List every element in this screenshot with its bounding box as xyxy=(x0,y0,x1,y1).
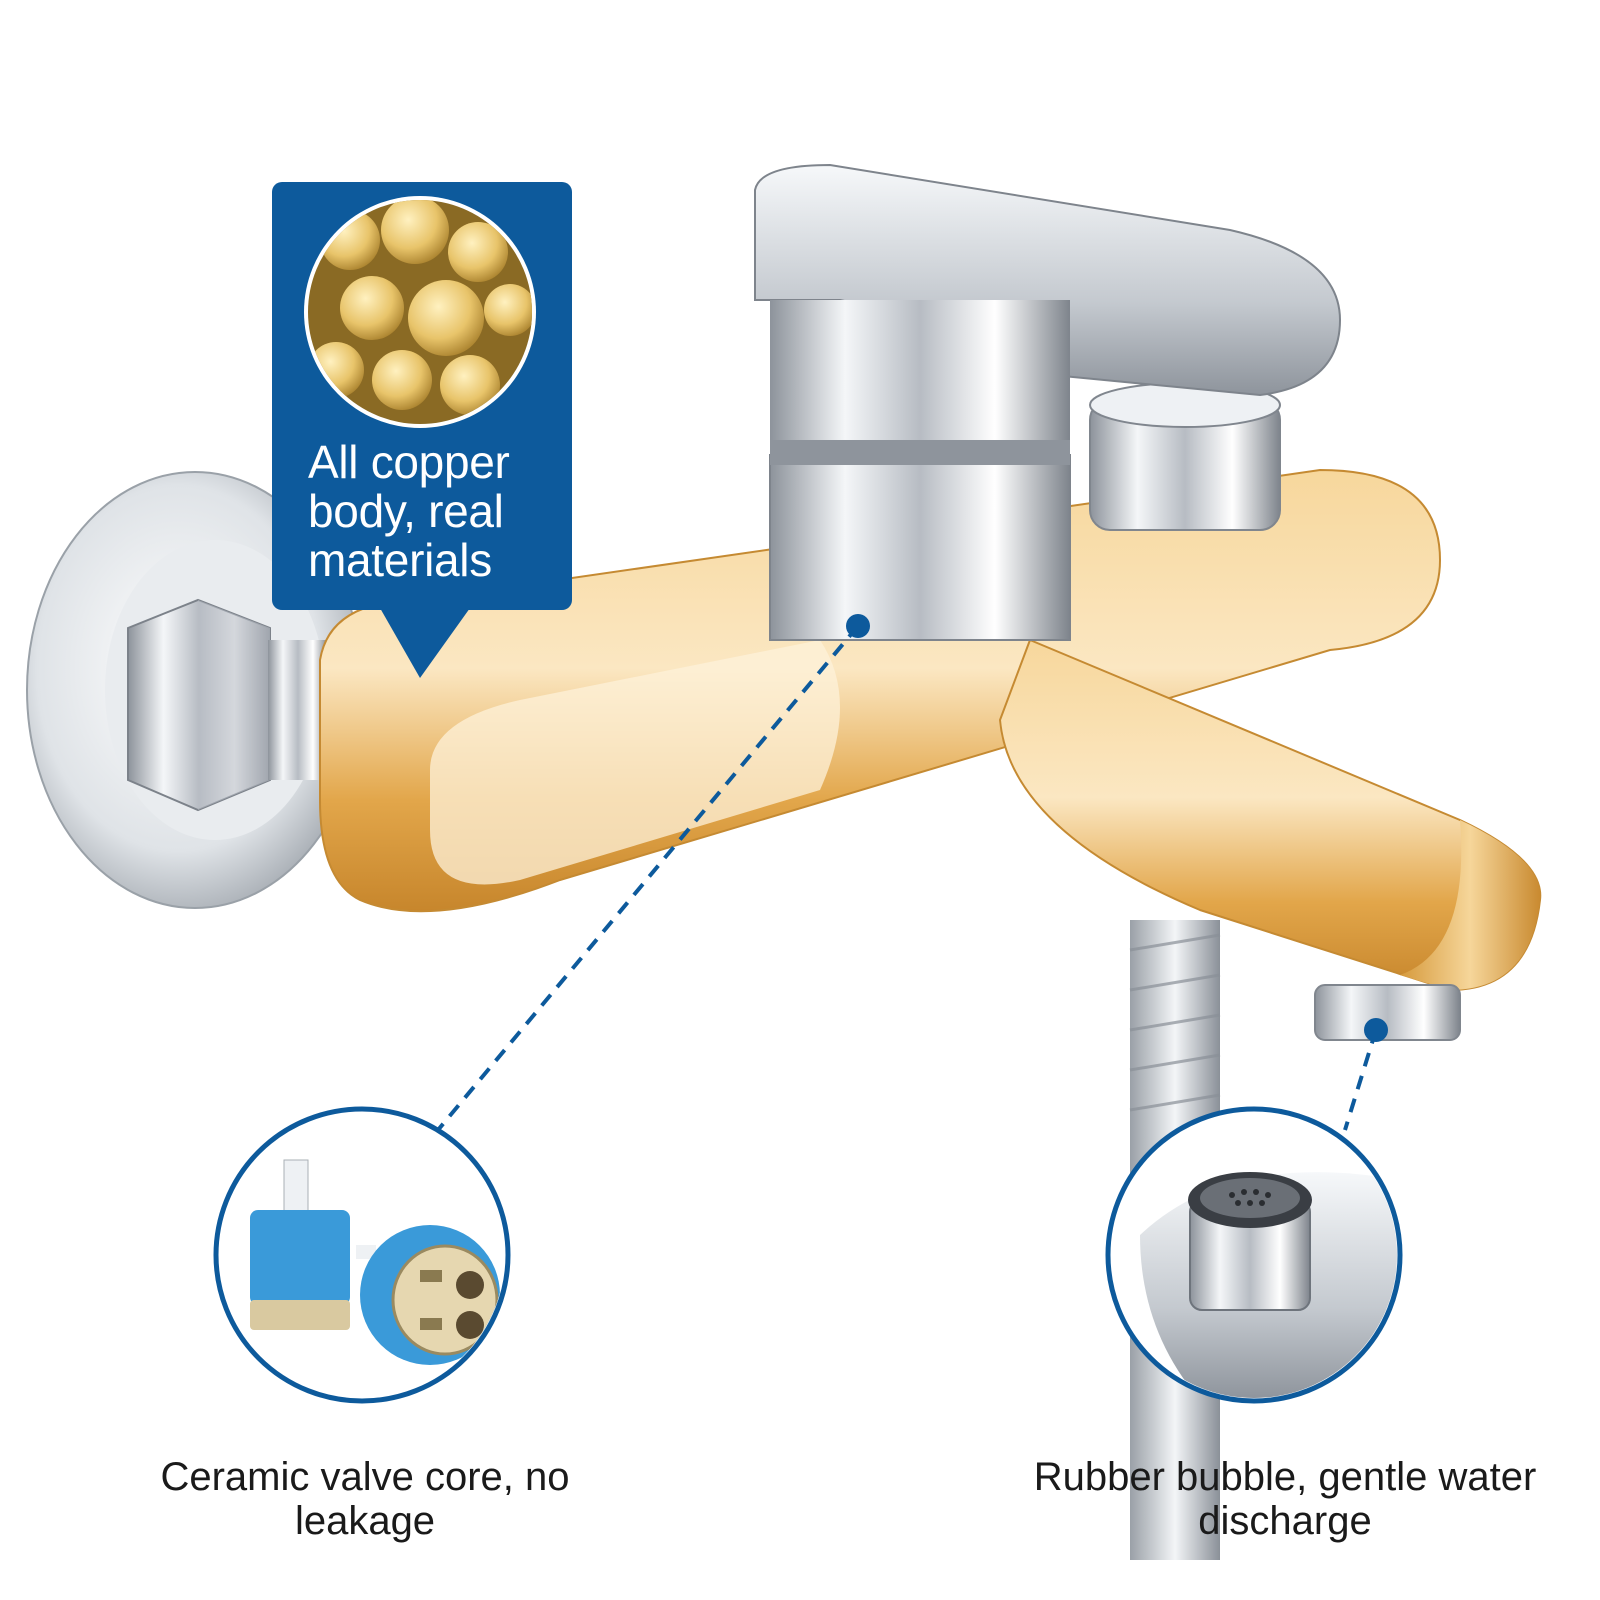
callout-panel xyxy=(272,182,572,678)
copper-rods-icon xyxy=(308,200,532,424)
diverter-knob xyxy=(1089,382,1281,531)
callout-text: All copper body, real materials xyxy=(308,436,510,586)
ceramic-cartridge-icon xyxy=(250,1159,500,1365)
faucet-body xyxy=(319,468,1542,992)
aerator-feature xyxy=(1105,1106,1403,1404)
aerator-icon xyxy=(1140,1172,1397,1398)
valve-marker-dot xyxy=(846,614,870,638)
feature-caption-ceramic: Ceramic valve core, no leakage xyxy=(160,1455,570,1543)
hex-nut xyxy=(127,598,328,812)
spout-aerator-outlet xyxy=(1314,984,1461,1041)
feature-caption-aerator: Rubber bubble, gentle water discharge xyxy=(1033,1455,1537,1543)
outlet-marker-dot xyxy=(1364,1018,1388,1042)
mixer-lever-handle xyxy=(754,163,1342,641)
connector-lines xyxy=(436,624,1378,1132)
ceramic-cartridge-feature xyxy=(213,1106,511,1404)
